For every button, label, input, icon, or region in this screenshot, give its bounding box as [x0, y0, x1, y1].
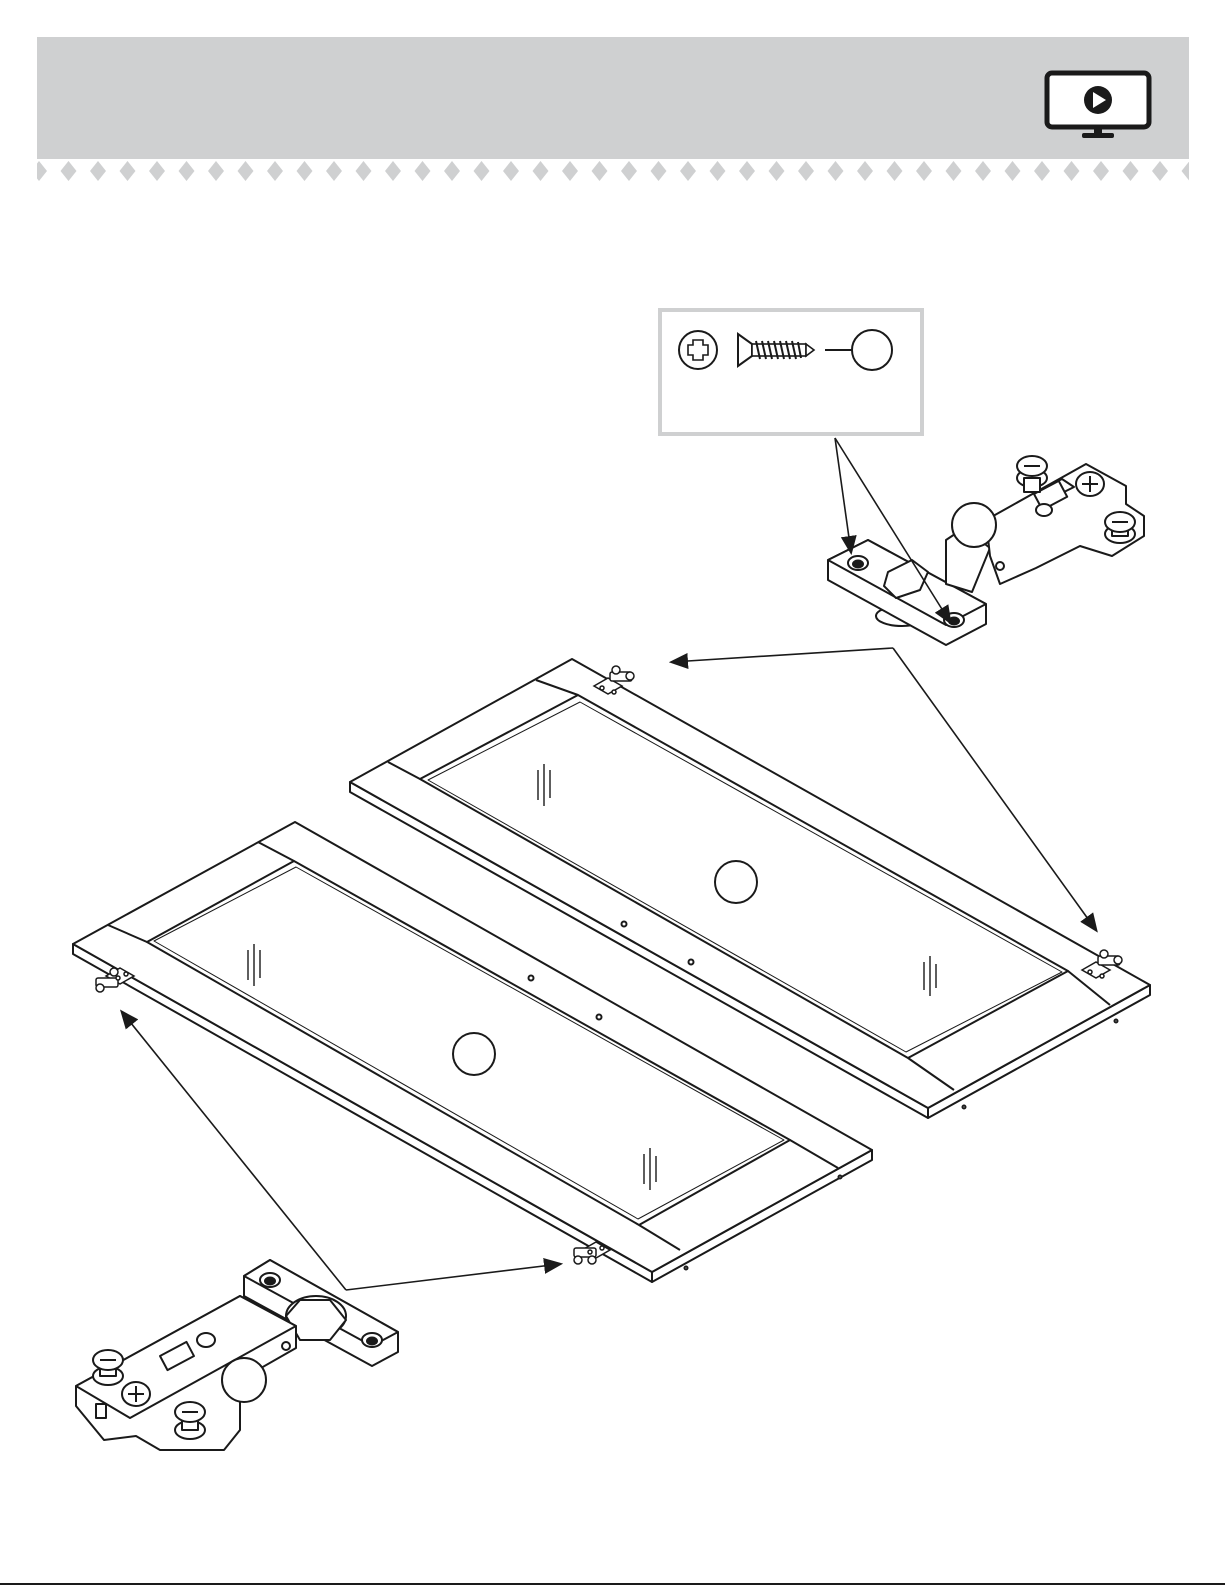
lower-hinge-part-label	[222, 1358, 266, 1402]
upper-panel-part-label	[715, 861, 757, 903]
hinge-detail-upper	[828, 456, 1144, 645]
upper-hinge-part-label	[952, 503, 996, 547]
hinge-detail-lower	[76, 1260, 398, 1450]
lower-panel-part-label	[453, 1033, 495, 1075]
